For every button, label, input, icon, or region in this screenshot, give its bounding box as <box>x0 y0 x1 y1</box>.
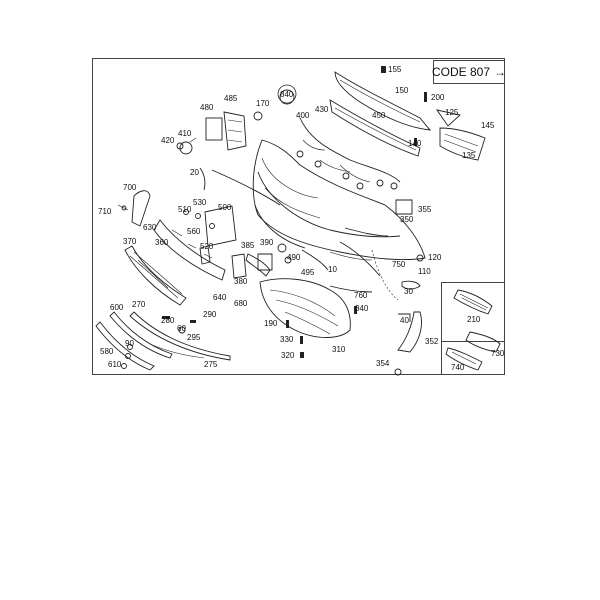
callout-480: 480 <box>200 103 214 112</box>
inset-divider <box>441 341 505 342</box>
callout-270: 270 <box>132 300 146 309</box>
callout-390: 390 <box>260 238 274 247</box>
callout-90: 90 <box>125 339 134 348</box>
callout-30: 30 <box>404 287 413 296</box>
callout-420: 420 <box>161 136 175 145</box>
callout-385: 385 <box>241 241 255 250</box>
callout-355: 355 <box>418 205 432 214</box>
callout-135: 135 <box>462 151 476 160</box>
callout-320: 320 <box>281 351 295 360</box>
callout-710: 710 <box>98 207 112 216</box>
callout-640: 640 <box>213 293 227 302</box>
callout-500: 500 <box>218 203 232 212</box>
callout-310: 310 <box>332 345 346 354</box>
callout-370: 370 <box>123 237 137 246</box>
callout-680: 680 <box>234 299 248 308</box>
callout-530: 530 <box>193 198 207 207</box>
left-bracket <box>117 167 206 227</box>
code-label: CODE 807 <box>431 65 491 79</box>
right-lower-bracket <box>394 311 422 376</box>
callout-580: 580 <box>100 347 114 356</box>
callout-510: 510 <box>178 205 192 214</box>
callout-155: 155 <box>388 65 402 74</box>
callout-170: 170 <box>256 99 270 108</box>
center-connectors <box>257 243 329 271</box>
callout-350: 350 <box>400 215 414 224</box>
callout-330: 330 <box>280 335 294 344</box>
callout-120: 120 <box>428 253 442 262</box>
callout-290: 290 <box>203 310 217 319</box>
callout-700: 700 <box>123 183 137 192</box>
clips <box>121 316 196 369</box>
callout-630: 630 <box>143 223 157 232</box>
center-grille <box>153 205 271 281</box>
callout-490: 490 <box>287 253 301 262</box>
callout-60: 60 <box>177 324 186 333</box>
callout-20: 20 <box>190 168 199 177</box>
callout-750: 750 <box>392 260 406 269</box>
callout-40: 40 <box>400 316 409 325</box>
callout-275: 275 <box>204 360 218 369</box>
underbody-shield <box>259 278 351 338</box>
upper-bracket <box>329 71 432 157</box>
callout-600: 600 <box>110 303 124 312</box>
bumper-cover <box>252 139 426 261</box>
callout-380: 380 <box>234 277 248 286</box>
callout-560: 560 <box>187 227 201 236</box>
inset-frame <box>441 282 505 375</box>
callout-740: 740 <box>451 363 465 372</box>
callout-145: 145 <box>481 121 495 130</box>
callout-430: 430 <box>315 105 329 114</box>
callout-140: 140 <box>408 139 422 148</box>
arrow-right-icon: → <box>494 65 507 79</box>
callout-110: 110 <box>418 267 431 276</box>
callout-520: 520 <box>200 242 214 251</box>
callout-210: 210 <box>467 315 481 324</box>
camera-bracket <box>205 111 263 151</box>
rod-lines <box>211 169 381 277</box>
callout-400: 400 <box>296 111 310 120</box>
callout-840-ring <box>277 84 297 104</box>
callout-352: 352 <box>425 337 439 346</box>
callout-840: 840 <box>280 90 294 99</box>
side-grille-upper <box>435 109 486 161</box>
code-badge: CODE 807 → <box>431 60 507 84</box>
callout-610: 610 <box>108 360 122 369</box>
callout-125: 125 <box>445 108 459 117</box>
wiring-harness <box>296 117 401 190</box>
sensor-parts <box>176 137 197 155</box>
callout-495: 495 <box>301 268 315 277</box>
inset-parts <box>445 289 501 371</box>
bolts <box>286 66 427 358</box>
emblem-part <box>279 89 295 105</box>
callout-760: 760 <box>354 291 368 300</box>
callout-280: 280 <box>161 316 175 325</box>
lower-grille-mesh <box>124 245 187 306</box>
callout-485: 485 <box>224 94 238 103</box>
callout-190: 190 <box>264 319 278 328</box>
callout-150: 150 <box>395 86 409 95</box>
callout-200: 200 <box>431 93 445 102</box>
callout-730: 730 <box>491 349 505 358</box>
lower-trim-strips <box>95 311 231 371</box>
callout-295: 295 <box>187 333 201 342</box>
callout-450: 450 <box>372 111 386 120</box>
right-side-parts <box>329 199 424 301</box>
callout-340: 340 <box>355 304 369 313</box>
callout-354: 354 <box>376 359 390 368</box>
callout-360: 360 <box>155 238 169 247</box>
callout-10: 10 <box>328 265 337 274</box>
callout-410: 410 <box>178 129 192 138</box>
